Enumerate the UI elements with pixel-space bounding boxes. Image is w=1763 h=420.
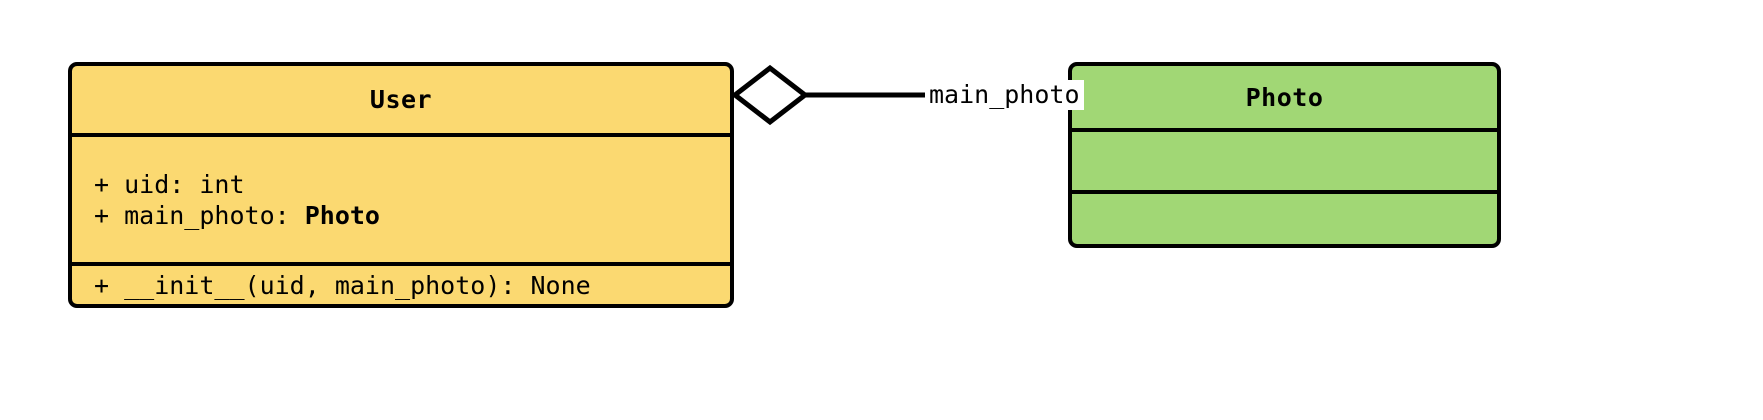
class-title-user: User: [369, 85, 433, 114]
method-text: + __init__(uid, main_photo): None: [94, 270, 591, 300]
class-methods-photo: [1072, 190, 1497, 244]
attribute-type-ref: Photo: [304, 200, 380, 230]
class-methods-user: + __init__(uid, main_photo): None: [72, 262, 730, 304]
class-attributes-user: + uid: int + main_photo: Photo: [72, 133, 730, 262]
class-attributes-photo: [1072, 128, 1497, 190]
association-label: main_photo: [925, 80, 1084, 110]
uml-class-user[interactable]: User + uid: int + main_photo: Photo + __…: [68, 62, 734, 308]
attribute-text: + uid: int: [94, 169, 245, 199]
uml-class-photo[interactable]: Photo: [1068, 62, 1501, 248]
attribute-row: + main_photo: Photo: [94, 200, 708, 231]
aggregation-diamond-icon: [730, 64, 810, 126]
class-title-photo: Photo: [1245, 82, 1324, 112]
method-row: + __init__(uid, main_photo): None: [94, 270, 708, 301]
attribute-row: + uid: int: [94, 169, 708, 200]
attribute-text: + main_photo:: [94, 200, 305, 230]
